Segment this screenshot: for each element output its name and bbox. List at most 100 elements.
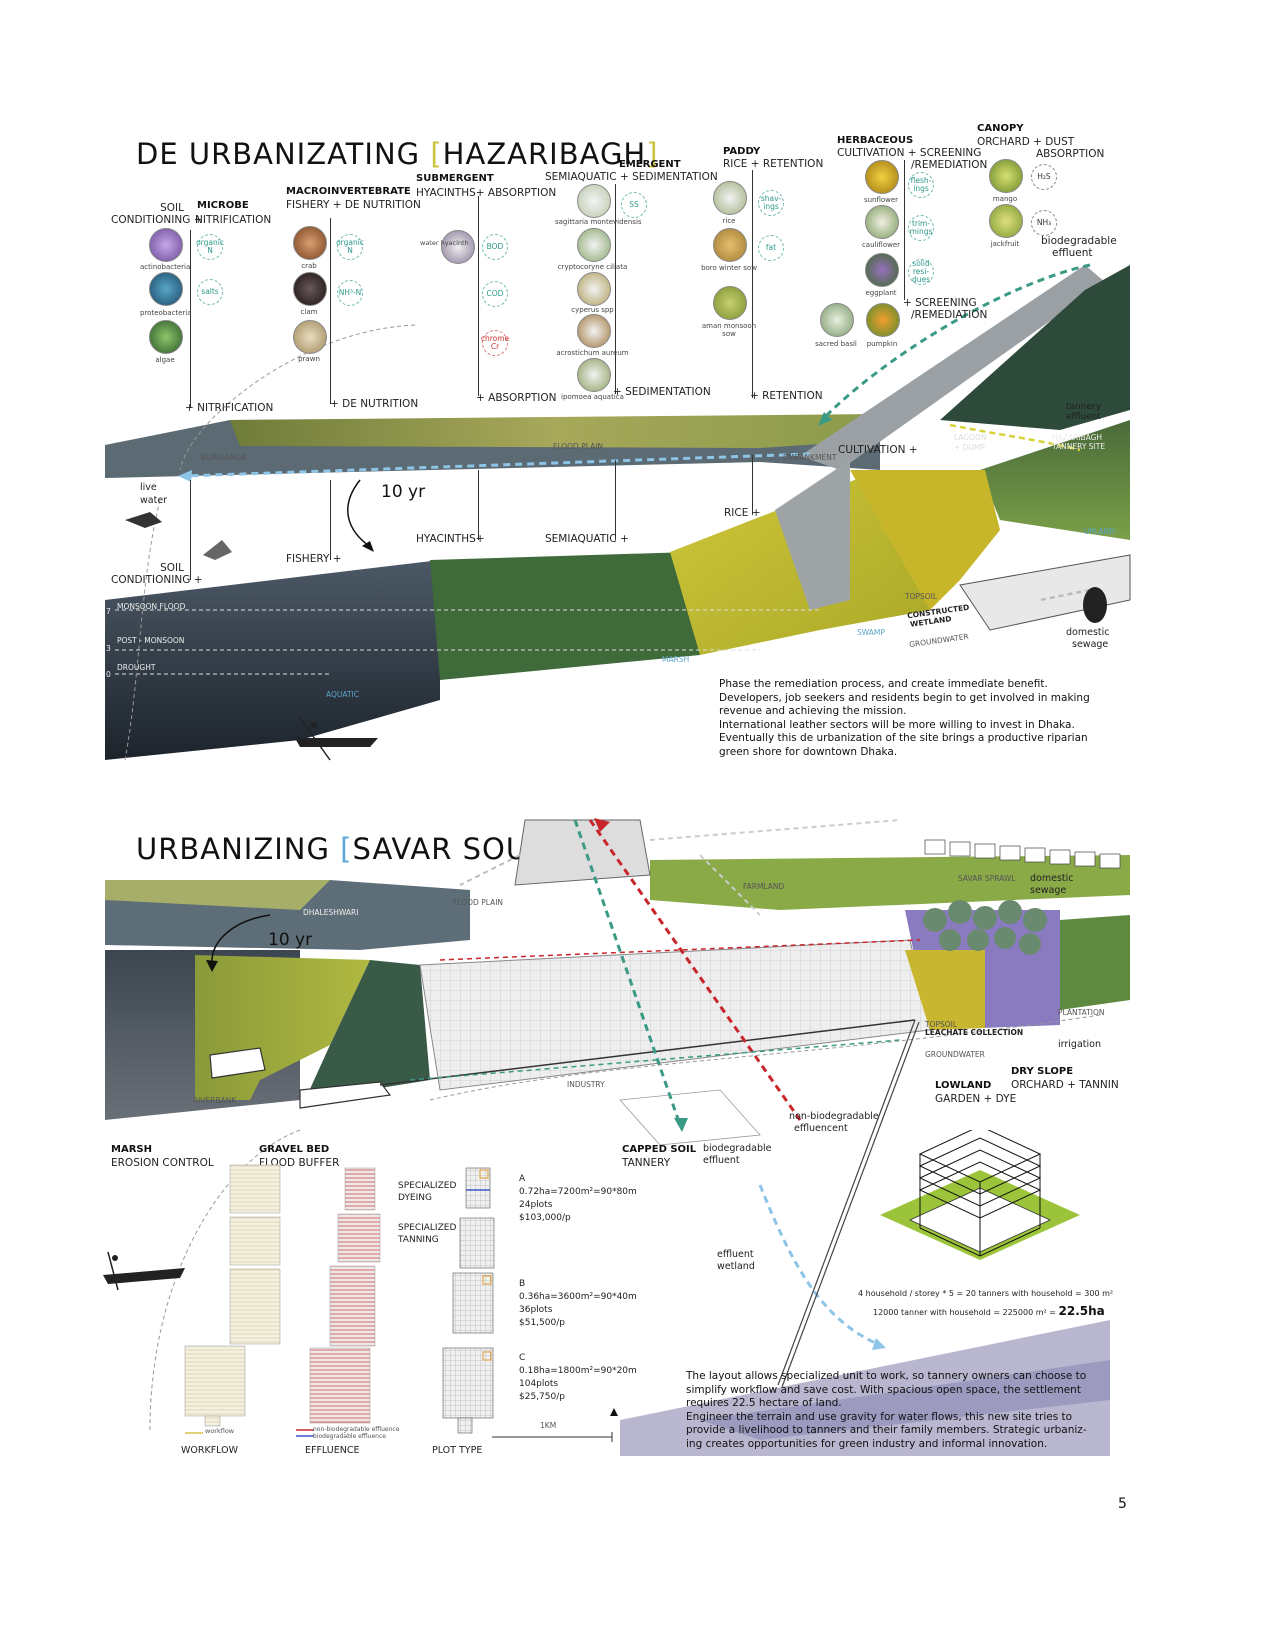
irrigation-label: irrigation <box>1058 1039 1101 1050</box>
fleshings-tag: flesh- ings <box>908 172 934 198</box>
soil-conditioning-lower: CONDITIONING + <box>111 574 203 586</box>
prawn-label: prawn <box>298 355 320 363</box>
bod-tag: BOD <box>482 234 508 260</box>
buriganga-label: BURIGANGA <box>201 453 247 462</box>
nonbio-label-2: effluencent <box>794 1123 848 1134</box>
algae-icon <box>149 320 183 354</box>
jackfruit-icon <box>989 204 1023 238</box>
paddy-sub: RICE + RETENTION <box>723 158 824 170</box>
specialized-tanning-2: TANNING <box>398 1235 439 1245</box>
plot-b: B 0.36ha=3600m²=90*40m 36plots $51,500/p <box>519 1279 637 1328</box>
savar-sprawl-label: SAVAR SPRAWL <box>958 874 1016 883</box>
sagittaria-label: sagittaria montevidensis <box>555 218 642 226</box>
bio-label-1: biodegradable <box>703 1143 772 1154</box>
cultivation-lower: CULTIVATION + <box>838 444 918 456</box>
farmland-strip <box>650 855 1130 910</box>
dry-slope-plane <box>1060 915 1130 1010</box>
microbe-sub: NITRIFICATION <box>195 214 272 226</box>
workflow-legend-swatch <box>185 1432 203 1434</box>
upper-wetland-strip <box>230 414 880 448</box>
plot-c: C 0.18ha=1800m²=90*20m 104plots $25,750/… <box>519 1353 637 1402</box>
plot-type-plan <box>442 1167 495 1434</box>
shavings-tag: shav- ings <box>758 190 784 216</box>
monsoon-flood-label: MONSOON FLOOD <box>117 602 186 611</box>
h2s-tag: H₂S <box>1031 164 1057 190</box>
legend-nonbio: non-biodegradable effluence <box>313 1426 400 1433</box>
sagittaria-icon <box>577 184 611 218</box>
herbaceous-head: HERBACEOUS <box>837 135 914 146</box>
lower-emergent-strip <box>430 552 700 680</box>
trimmings-tag: trim- mings <box>908 215 934 241</box>
macro-sub: FISHERY + DE NUTRITION <box>286 199 421 211</box>
effluent-wetland-label-2: wetland <box>717 1261 755 1272</box>
tannery-site <box>980 420 1130 540</box>
crab-icon <box>293 226 327 260</box>
cauliflower-icon <box>865 205 899 239</box>
water-hyacinth-label: water hyacinth <box>420 239 469 247</box>
organic-n-tag-2: organic N <box>336 234 364 260</box>
riverbank-label: RIVERBANK <box>193 1096 237 1105</box>
absorption-bottom: + ABSORPTION <box>476 392 557 404</box>
aman-label: aman monsoon sow <box>701 322 757 338</box>
canopy-sub2: ABSORPTION <box>1036 148 1105 160</box>
boro-label: boro winter sow <box>701 264 757 272</box>
north-arrow-icon <box>610 1408 618 1416</box>
cryptocoryne-icon <box>577 228 611 262</box>
tannery-grid-plane <box>419 939 931 1091</box>
clam-icon <box>293 272 327 306</box>
fishery-lower: FISHERY + <box>286 553 342 565</box>
dhaleshwari-label: DHALESHWARI <box>303 908 359 917</box>
herbaceous-sub2: /REMEDIATION <box>911 159 988 171</box>
sedimentation-bottom: + SEDIMENTATION <box>613 386 711 398</box>
ss-tag: SS <box>621 192 647 218</box>
sacred-basil-label: sacred basil <box>815 340 857 348</box>
upland-label: UPLAND <box>1084 527 1115 536</box>
rice-icon <box>713 181 747 215</box>
mango-label: mango <box>992 195 1018 203</box>
tannery-effluent-label: tannery effluent <box>1066 402 1102 422</box>
sunflower-icon <box>865 160 899 194</box>
rice-label: rice <box>722 217 736 225</box>
marsh-zone-sub: EROSION CONTROL <box>111 1157 214 1169</box>
effluence-plan <box>309 1167 381 1424</box>
capped-soil-sub: TANNERY <box>622 1157 671 1169</box>
effluence-caption: EFFLUENCE <box>305 1445 360 1456</box>
emergent-sub: SEMIAQUATIC + SEDIMENTATION <box>545 171 718 183</box>
submergent-head: SUBMERGENT <box>416 173 494 184</box>
calc-line-2: 12000 tanner with household = 225000 m² … <box>873 1304 1105 1318</box>
soil-label: SOIL <box>160 202 184 214</box>
cauliflower-label: cauliflower <box>861 241 901 249</box>
lower-water-strip <box>105 560 440 760</box>
live-water-label: live water <box>140 482 168 506</box>
plot-a: A 0.72ha=7200m²=90*80m 24plots $103,000/… <box>519 1174 637 1223</box>
emergent-head: EMERGENT <box>619 159 681 170</box>
eggplant-label: eggplant <box>865 289 897 297</box>
ten-yr-label-2: 10 yr <box>268 930 313 950</box>
ipomoea-label: ipomoea aquatica <box>561 393 624 401</box>
soil-conditioning-label: CONDITIONING + <box>111 214 203 226</box>
scale-bar <box>492 1432 613 1442</box>
nh3-tag: NH₃ <box>1031 210 1057 236</box>
calc-line-1: 4 household / storey * 5 = 20 tanners wi… <box>858 1289 1114 1298</box>
microbe-head: MICROBE <box>197 200 249 211</box>
sunflower-label: sunflower <box>863 196 899 204</box>
plan-diagrams <box>184 1164 495 1434</box>
legend-bio: biodegradable effluence <box>313 1433 386 1440</box>
fat-tag: fat <box>758 235 784 261</box>
lower-sunflower-strip <box>850 470 1000 610</box>
eggplant-icon <box>865 253 899 287</box>
marsh-label: MARSH <box>662 655 690 664</box>
scale-label: 1KM <box>540 1421 557 1430</box>
sewage-label-2: sewage <box>1030 885 1067 896</box>
proteobacteria-label: proteobacteria <box>140 309 192 317</box>
gravel-zone-head: GRAVEL BED <box>259 1144 330 1155</box>
dry-slope-head: DRY SLOPE <box>1011 1066 1074 1077</box>
effluence-legend-swatch <box>296 1429 314 1437</box>
lowland-sub: GARDEN + DYE <box>935 1093 1017 1105</box>
section2-landscape <box>103 818 1130 1456</box>
capped-soil-head: CAPPED SOIL <box>622 1144 697 1155</box>
farmland-label: FARMLAND <box>743 882 785 891</box>
domestic-label: domestic <box>1066 627 1110 638</box>
acrostichum-label: acrostichum aureum <box>556 349 629 357</box>
screening-bottom: + SCREENING <box>903 297 977 309</box>
